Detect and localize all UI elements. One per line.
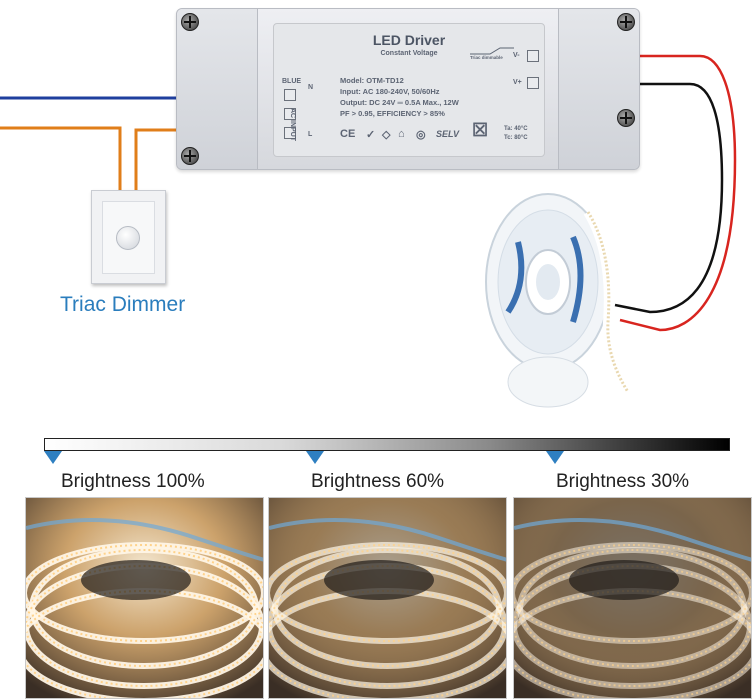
marker-60-icon xyxy=(306,451,324,464)
terminal-label-n: N xyxy=(308,84,314,91)
marker-100-icon xyxy=(44,451,62,464)
photo-brightness-30 xyxy=(513,497,752,699)
terminal-label-l: L xyxy=(308,131,313,138)
dimming-graph-icon xyxy=(470,47,514,55)
temp-ta: Ta: 40°C xyxy=(504,126,528,132)
brightness-label-30: Brightness 30% xyxy=(556,471,690,492)
driver-right-cap xyxy=(558,9,639,169)
led-strip-reel xyxy=(485,193,633,408)
driver-title: LED Driver xyxy=(372,32,446,48)
driver-label: LED Driver Constant Voltage Model: OTM-T… xyxy=(273,23,545,157)
screw-icon xyxy=(181,147,199,165)
terminal-l xyxy=(284,127,296,139)
triac-dimmer-switch xyxy=(91,190,166,284)
terminal-v-minus xyxy=(527,50,539,62)
terminal-v-plus xyxy=(527,77,539,89)
photo-brightness-60 xyxy=(268,497,507,699)
screw-icon xyxy=(617,13,635,31)
positive-wire xyxy=(619,54,737,332)
terminal-label-ac-input: AC INPUT xyxy=(289,108,296,142)
temp-tc: Tc: 80°C xyxy=(504,135,528,141)
spec-model: Model: OTM-TD12 xyxy=(340,76,404,85)
ce-mark: CE xyxy=(340,128,356,140)
negative-wire xyxy=(614,82,724,314)
spec-efficiency: PF > 0.95, EFFICIENCY > 85% xyxy=(340,109,445,118)
terminal-n xyxy=(284,89,296,101)
spec-input: Input: AC 180-240V, 50/60Hz xyxy=(340,87,440,96)
dimmer-wire-1 xyxy=(0,126,122,195)
led-driver: LED Driver Constant Voltage Model: OTM-T… xyxy=(176,8,640,170)
screw-icon xyxy=(181,13,199,31)
driver-left-cap xyxy=(177,9,258,169)
spec-output: Output: DC 24V ═ 0.5A Max., 12W xyxy=(340,98,459,107)
terminal-label-blue: BLUE xyxy=(282,78,302,85)
photo-brightness-100 xyxy=(25,497,264,699)
brightness-gradient-bar xyxy=(44,438,730,451)
diamond-icon: ◇ xyxy=(382,129,391,141)
dimmer-caption: Triac Dimmer xyxy=(60,293,186,316)
screw-icon xyxy=(617,109,635,127)
dimmer-plate xyxy=(102,201,155,274)
marker-30-icon xyxy=(546,451,564,464)
brightness-label-100: Brightness 100% xyxy=(61,471,205,492)
driver-subtitle: Constant Voltage xyxy=(380,50,438,57)
terminal-label-v-plus: V+ xyxy=(513,79,522,86)
weee-bin-icon: ☒ xyxy=(472,120,489,140)
house-icon: ⌂ xyxy=(398,128,405,140)
check-icon: ✓ xyxy=(366,129,376,141)
terminal-label-v-minus: V- xyxy=(513,52,520,59)
brightness-label-60: Brightness 60% xyxy=(311,471,445,492)
dimmer-knob-icon xyxy=(116,226,140,250)
selv-mark: SELV xyxy=(436,129,460,139)
target-icon: ◎ xyxy=(416,129,426,141)
graph-label: Triac dimmable xyxy=(470,55,503,60)
terminal-ground xyxy=(284,108,296,120)
